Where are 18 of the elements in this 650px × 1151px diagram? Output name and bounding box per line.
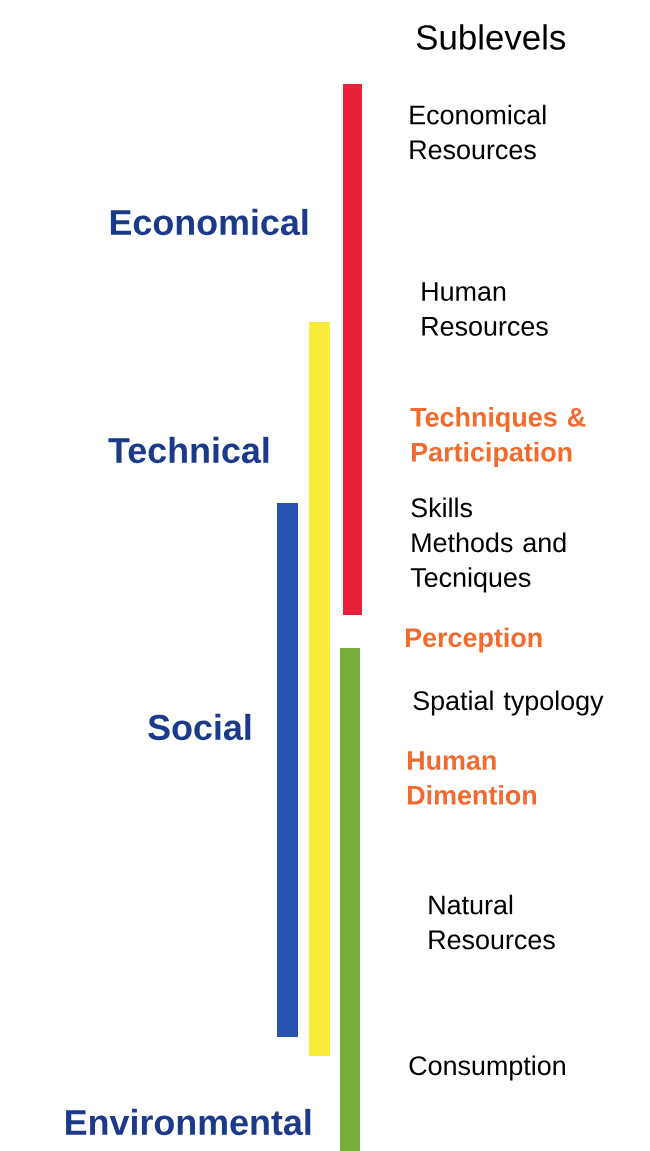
sublevel-label: Natural Resources [429,894,555,950]
sublevel-label: Economical Resources [410,104,546,160]
level-label: Environmental [66,1108,311,1136]
level-label: Social [148,713,251,741]
sublevel-label: Skills Methods and Tecniques [410,497,566,593]
vertical-bar [343,84,362,615]
sublevel-label: Spatial typology [413,690,604,716]
sublevel-label: Consumption [409,1055,565,1081]
level-label: Technical [108,436,269,464]
vertical-bar [309,322,330,1056]
level-label: Economical [110,208,308,236]
vertical-bar [277,503,298,1037]
highlighted-sublevel: Perception [406,627,542,653]
vertical-bar [340,648,360,1151]
highlighted-sublevel: Human Dimention [408,751,537,805]
sublevel-label: Human Resources [422,282,548,336]
column-heading: Sublevels [416,24,566,50]
highlighted-sublevel: Techniques & Participation [410,407,586,467]
